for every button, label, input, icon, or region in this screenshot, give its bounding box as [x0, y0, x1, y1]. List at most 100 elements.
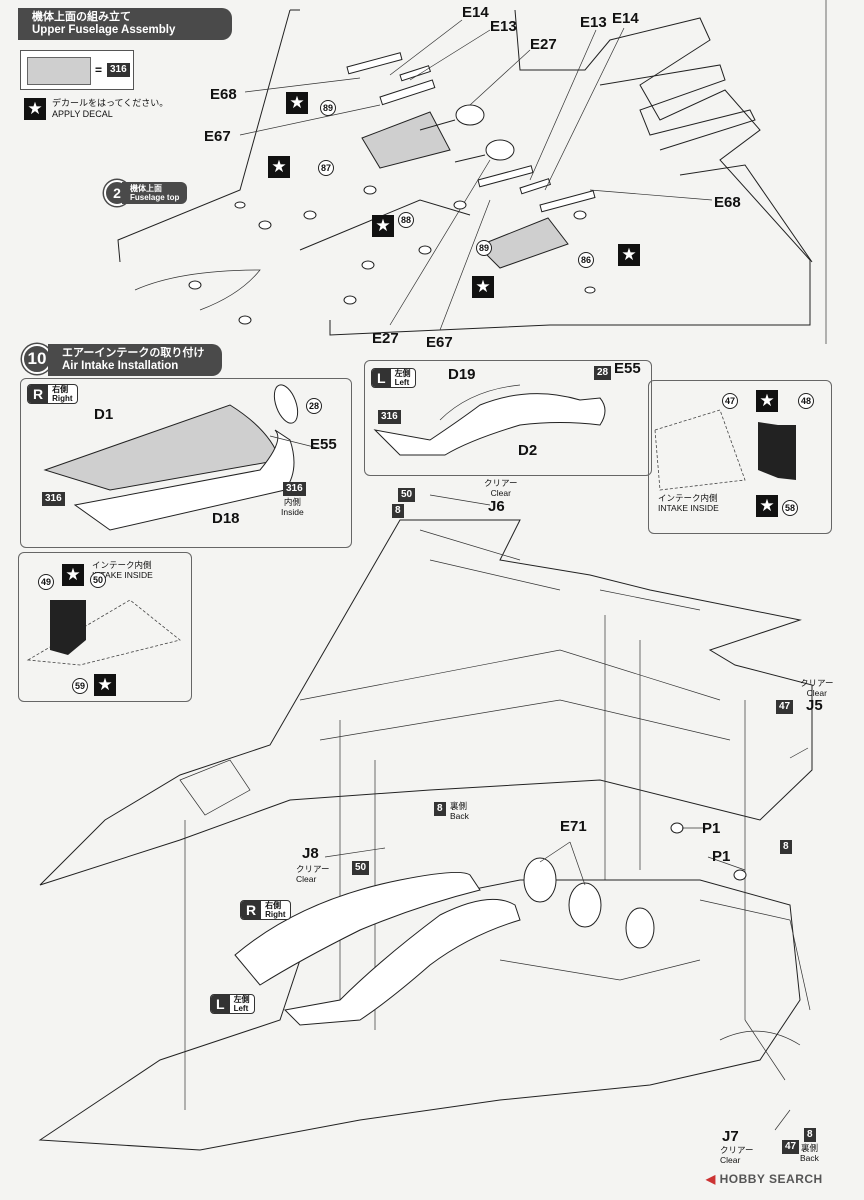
part-d2: D2 [518, 442, 538, 459]
decal-59: 59 [72, 678, 88, 694]
clear-jp-j7: クリアー [720, 1145, 754, 1155]
intake-inside-label-left: インテーク内側 INTAKE INSIDE [92, 560, 153, 580]
decal-star-icon: ★ [286, 92, 308, 114]
part-j7: J7 [722, 1128, 739, 1145]
watermark-text: HOBBY SEARCH [719, 1172, 823, 1186]
part-j5: J5 [806, 697, 823, 714]
clear-en-j5: Clear [806, 688, 827, 698]
inside-en: Inside [281, 507, 304, 517]
part-p1-lower: P1 [712, 848, 731, 865]
color-8-j7: 8 [804, 1128, 816, 1142]
left-badge-jp: 左側 [394, 369, 411, 378]
step9-title-en: Upper Fuselage Assembly [32, 23, 176, 36]
left-intake-panel [364, 360, 652, 476]
back-jp-j8: 裏側 [450, 801, 468, 811]
right-lower-jp: 右側 [265, 901, 282, 910]
left-lower-jp: 左側 [233, 995, 250, 1004]
color-47-j7: 47 [782, 1140, 800, 1154]
back-en-j7: Back [800, 1153, 819, 1163]
part-e68-right: E68 [714, 194, 741, 211]
part-e13-left: E13 [490, 18, 517, 35]
clear-label-j5: クリアー Clear [800, 678, 834, 698]
color-316-right-outer: 316 [42, 492, 65, 506]
decal-87: 87 [318, 160, 334, 176]
step10-header: エアーインテークの取り付け Air Intake Installation [48, 344, 222, 376]
decal-88: 88 [398, 212, 414, 228]
decal-star-icon: ★ [756, 495, 778, 517]
color-code: 316 [107, 63, 130, 77]
color-28-left: 28 [594, 366, 612, 380]
decal-star-icon: ★ [756, 390, 778, 412]
decal-star-icon: ★ [472, 276, 494, 298]
intake-inside-en: INTAKE INSIDE [658, 503, 719, 513]
sub-step-jp: 機体上面 [130, 184, 162, 193]
color-28-right: 28 [306, 398, 322, 414]
part-p1-upper: P1 [702, 820, 721, 837]
clear-label-j8: クリアー Clear [296, 864, 330, 884]
part-j6: J6 [488, 498, 505, 515]
decal-note-en: APPLY DECAL [52, 109, 113, 119]
part-d19: D19 [448, 366, 476, 383]
decal-star-icon: ★ [372, 215, 394, 237]
back-label-j8: 裏側 Back [450, 801, 469, 821]
clear-en-j8: Clear [296, 874, 317, 884]
color-8-j8: 8 [434, 802, 446, 816]
part-e68-left: E68 [210, 86, 237, 103]
color-8-j6: 8 [392, 504, 404, 518]
inside-jp: 内側 [283, 497, 301, 507]
decal-star-icon: ★ [24, 98, 46, 120]
decal-50: 50 [90, 572, 106, 588]
clear-en-j6: Clear [490, 488, 511, 498]
part-e13-right: E13 [580, 14, 607, 31]
decal-star-icon: ★ [268, 156, 290, 178]
part-e55-left: E55 [614, 360, 641, 377]
color-8-j5: 8 [780, 840, 792, 854]
watermark-logo-icon: ◀ [706, 1172, 716, 1186]
color-50-j8: 50 [352, 861, 370, 875]
clear-en-j7: Clear [720, 1155, 741, 1165]
color-47-j5: 47 [776, 700, 794, 714]
back-label-j7: 裏側 Back [800, 1143, 819, 1163]
color-316-left: 316 [378, 410, 401, 424]
decal-49: 49 [38, 574, 54, 590]
part-j8: J8 [302, 845, 319, 862]
part-e67-bottom: E67 [426, 334, 453, 351]
right-intake-panel [20, 378, 352, 548]
clear-jp-j8: クリアー [296, 864, 330, 874]
part-e27-bottom: E27 [372, 330, 399, 347]
part-e27-top: E27 [530, 36, 557, 53]
left-lower-en: Left [233, 1004, 249, 1013]
step9-title-jp: 機体上面の組み立て [32, 11, 131, 23]
inside-label: 内側 Inside [281, 497, 304, 517]
decal-58: 58 [782, 500, 798, 516]
decal-89a: 89 [320, 100, 336, 116]
sub-step-en: Fuselage top [130, 193, 180, 203]
part-e71: E71 [560, 818, 587, 835]
color-316-right-inside: 316 [283, 482, 306, 496]
intake-inside-left-jp: インテーク内側 [92, 560, 152, 570]
part-d1: D1 [94, 406, 114, 423]
clear-label-j6: クリアー Clear [484, 478, 518, 498]
decal-star-icon: ★ [618, 244, 640, 266]
intake-inside-jp: インテーク内側 [658, 493, 718, 503]
part-d18: D18 [212, 510, 240, 527]
part-e67-left: E67 [204, 128, 231, 145]
clear-label-j7: クリアー Clear [720, 1145, 754, 1165]
step10-number: 10 [22, 344, 52, 374]
decal-star-icon: ★ [62, 564, 84, 586]
color-swatch [27, 57, 91, 85]
decal-48: 48 [798, 393, 814, 409]
decal-note: デカールをはってください。 APPLY DECAL [52, 98, 168, 120]
decal-86: 86 [578, 252, 594, 268]
watermark: ◀ HOBBY SEARCH [706, 1172, 823, 1186]
decal-89b: 89 [476, 240, 492, 256]
decal-note-jp: デカールをはってください。 [52, 98, 169, 108]
color-50-j6: 50 [398, 488, 416, 502]
intake-inside-label-right: インテーク内側 INTAKE INSIDE [658, 493, 719, 513]
right-lower-en: Right [265, 910, 286, 919]
left-badge-en: Left [394, 378, 410, 387]
intake-inside-panel-left [18, 552, 192, 702]
